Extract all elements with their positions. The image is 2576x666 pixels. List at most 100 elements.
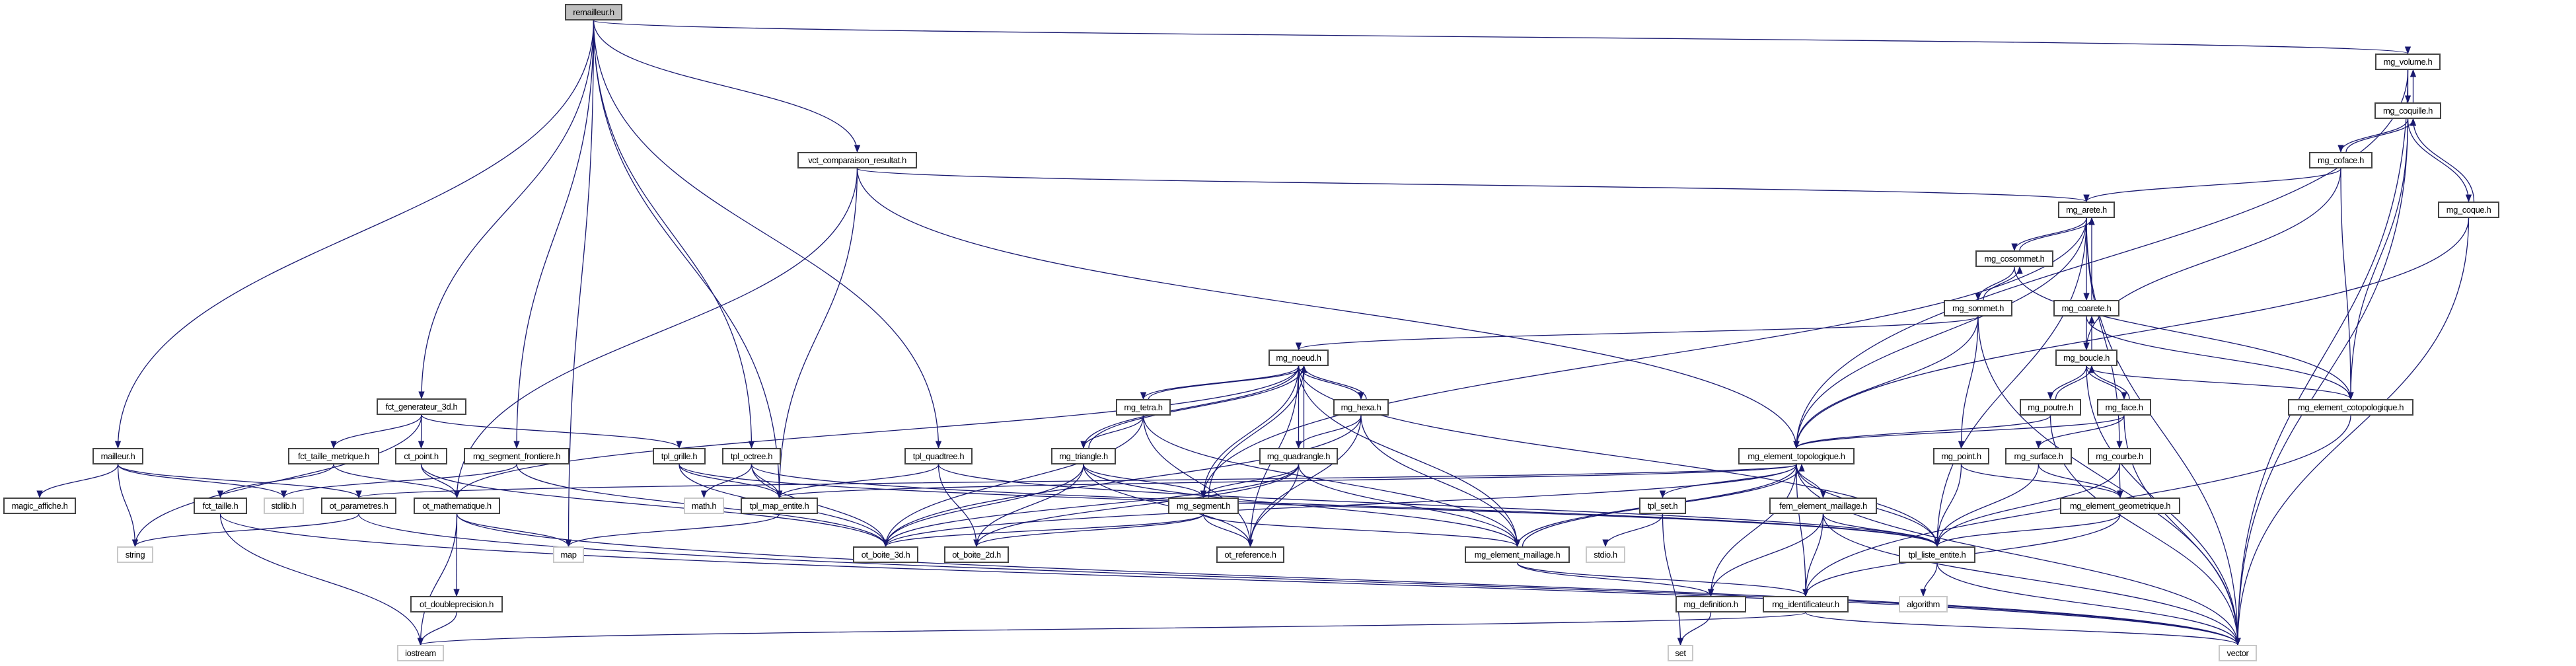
edge-arete-to-cosommet xyxy=(2011,217,2087,252)
graph-node-volume[interactable]: mg_volume.h xyxy=(2375,54,2441,70)
edge-triangle-to-noeud xyxy=(1088,365,1307,449)
graph-node-fctgen[interactable]: fct_generateur_3d.h xyxy=(377,398,466,415)
graph-node-label: mg_identificateur.h xyxy=(1772,599,1839,609)
graph-node-triangle[interactable]: mg_triangle.h xyxy=(1051,448,1116,464)
edge-fcttaille-to-iostream xyxy=(219,513,424,646)
edge-quadtree-to-liste xyxy=(938,464,1940,548)
edge-segment-to-otref xyxy=(1202,513,1254,548)
graph-node-mailleur[interactable]: mailleur.h xyxy=(92,448,143,464)
edge-segment-to-boite3d xyxy=(883,513,1204,548)
graph-node-label: mg_coque.h xyxy=(2446,205,2491,215)
graph-node-label: iostream xyxy=(405,648,436,658)
graph-node-label: mg_quadrangle.h xyxy=(1267,451,1331,461)
graph-node-sommet[interactable]: mg_sommet.h xyxy=(1944,300,2012,316)
edge-fcttm-to-fcttaille xyxy=(217,464,334,499)
edge-octree-to-math xyxy=(700,464,753,499)
graph-node-coque[interactable]: mg_coque.h xyxy=(2438,202,2499,218)
edge-remailleur-to-map xyxy=(565,20,595,548)
graph-node-boucle[interactable]: mg_boucle.h xyxy=(2055,350,2117,366)
graph-node-surface[interactable]: mg_surface.h xyxy=(2005,448,2072,464)
graph-node-segment[interactable]: mg_segment.h xyxy=(1168,498,1239,514)
graph-node-hexa[interactable]: mg_hexa.h xyxy=(1333,399,1389,416)
graph-node-ident[interactable]: mg_identificateur.h xyxy=(1763,596,1849,612)
edge-otmath-to-iostream xyxy=(417,513,458,646)
graph-node-liste[interactable]: tpl_liste_entite.h xyxy=(1899,546,1975,563)
graph-node-label: fct_generateur_3d.h xyxy=(385,402,458,412)
edge-tetra-to-elmaill xyxy=(1142,415,1521,548)
edge-arete-to-vector xyxy=(2086,217,2241,646)
edge-cosommet-to-elcotopo xyxy=(2014,266,2354,400)
graph-node-label: mg_volume.h xyxy=(2383,57,2433,67)
graph-node-elmaill[interactable]: mg_element_maillage.h xyxy=(1465,546,1570,563)
graph-node-arete[interactable]: mg_arete.h xyxy=(2058,202,2115,218)
graph-node-otmath[interactable]: ot_mathematique.h xyxy=(414,498,500,514)
edge-tplset-to-set xyxy=(1662,513,1684,646)
edge-noeud-to-tetra xyxy=(1140,365,1300,400)
graph-node-coface[interactable]: mg_coface.h xyxy=(2309,152,2373,168)
graph-node-elgeo[interactable]: mg_element_geometrique.h xyxy=(2060,498,2180,514)
graph-node-otref[interactable]: ot_reference.h xyxy=(1216,546,1284,563)
graph-node-remailleur[interactable]: remailleur.h xyxy=(565,4,622,20)
graph-node-set: set xyxy=(1668,645,1693,661)
edge-boucle-to-poutre xyxy=(2047,365,2087,400)
edge-cosommet-to-arete xyxy=(2019,217,2095,251)
graph-node-point[interactable]: mg_point.h xyxy=(1933,448,1989,464)
graph-node-tetra[interactable]: mg_tetra.h xyxy=(1116,399,1171,416)
edge-triangle-to-otref xyxy=(1083,464,1254,548)
graph-node-tplset[interactable]: tpl_set.h xyxy=(1639,498,1686,514)
graph-node-label: stdlib.h xyxy=(271,501,297,511)
graph-node-cosommet[interactable]: mg_cosommet.h xyxy=(1975,250,2053,267)
edge-vct-to-mapent xyxy=(776,168,858,499)
edge-coquille-to-vector xyxy=(2234,118,2409,646)
graph-node-fcttaille[interactable]: fct_taille.h xyxy=(194,498,247,514)
graph-node-label: ot_parametres.h xyxy=(329,501,388,511)
graph-node-boite2d[interactable]: ot_boite_2d.h xyxy=(944,546,1009,563)
graph-node-eltopo[interactable]: mg_element_topologique.h xyxy=(1738,448,1855,464)
graph-node-fem[interactable]: fem_element_maillage.h xyxy=(1769,498,1877,514)
graph-node-courbe[interactable]: mg_courbe.h xyxy=(2088,448,2151,464)
edge-mailleur-to-string xyxy=(117,464,139,548)
graph-node-otparam[interactable]: ot_parametres.h xyxy=(321,498,396,514)
graph-node-label: algorithm xyxy=(1907,599,1940,609)
graph-node-fcttm[interactable]: fct_taille_metrique.h xyxy=(288,448,379,464)
graph-node-label: ot_reference.h xyxy=(1224,550,1276,560)
graph-node-poutre[interactable]: mg_poutre.h xyxy=(2020,399,2081,416)
edge-fem-to-vector xyxy=(1822,513,2241,646)
graph-node-label: mg_segment.h xyxy=(1176,501,1231,511)
graph-node-coarete[interactable]: mg_coarete.h xyxy=(2053,300,2119,316)
graph-node-elcotopo[interactable]: mg_element_cotopologique.h xyxy=(2288,399,2413,416)
graph-node-label: ot_boite_2d.h xyxy=(952,550,1001,560)
edge-otmath-to-map xyxy=(456,513,572,548)
graph-node-segfront[interactable]: mg_segment_frontiere.h xyxy=(464,448,570,464)
graph-node-coquille[interactable]: mg_coquille.h xyxy=(2374,102,2441,119)
graph-node-definition[interactable]: mg_definition.h xyxy=(1675,596,1746,612)
graph-node-label: mg_triangle.h xyxy=(1059,451,1108,461)
edge-fem-to-liste xyxy=(1822,513,1940,548)
graph-node-face[interactable]: mg_face.h xyxy=(2097,399,2151,416)
edge-definition-to-set xyxy=(1677,612,1712,646)
graph-node-label: mg_coface.h xyxy=(2317,155,2365,165)
edge-quadtree-to-boite2d xyxy=(938,464,980,548)
graph-node-label: mg_boucle.h xyxy=(2063,353,2110,363)
edge-tetra-to-noeud xyxy=(1148,365,1307,400)
graph-node-magic[interactable]: magic_affiche.h xyxy=(3,498,76,514)
edge-otparam-to-string xyxy=(131,513,359,548)
graph-node-label: math.h xyxy=(691,501,717,511)
graph-node-octree[interactable]: tpl_octree.h xyxy=(722,448,781,464)
graph-node-boite3d[interactable]: ot_boite_3d.h xyxy=(853,546,918,563)
graph-node-noeud[interactable]: mg_noeud.h xyxy=(1269,350,1329,366)
edge-quadtree-to-mapent xyxy=(776,464,939,499)
graph-node-ctpoint[interactable]: ct_point.h xyxy=(395,448,447,464)
graph-node-quadrangle[interactable]: mg_quadrangle.h xyxy=(1259,448,1338,464)
graph-node-mapent[interactable]: tpl_map_entite.h xyxy=(741,498,818,514)
edge-remailleur-to-mailleur xyxy=(114,20,595,449)
graph-node-grille[interactable]: tpl_grille.h xyxy=(653,448,706,464)
edge-tplset-to-stdio xyxy=(1602,513,1664,548)
edge-quadrangle-to-otref xyxy=(1247,464,1300,548)
graph-node-vct[interactable]: vct_comparaison_resultat.h xyxy=(797,152,917,168)
graph-node-dblprec[interactable]: ot_doubleprecision.h xyxy=(410,596,503,612)
edge-noeud-to-hexa xyxy=(1298,365,1364,400)
graph-node-quadtree[interactable]: tpl_quadtree.h xyxy=(904,448,973,464)
graph-node-stdio: stdio.h xyxy=(1586,546,1625,563)
edge-tetra-to-boite3d xyxy=(882,415,1144,548)
